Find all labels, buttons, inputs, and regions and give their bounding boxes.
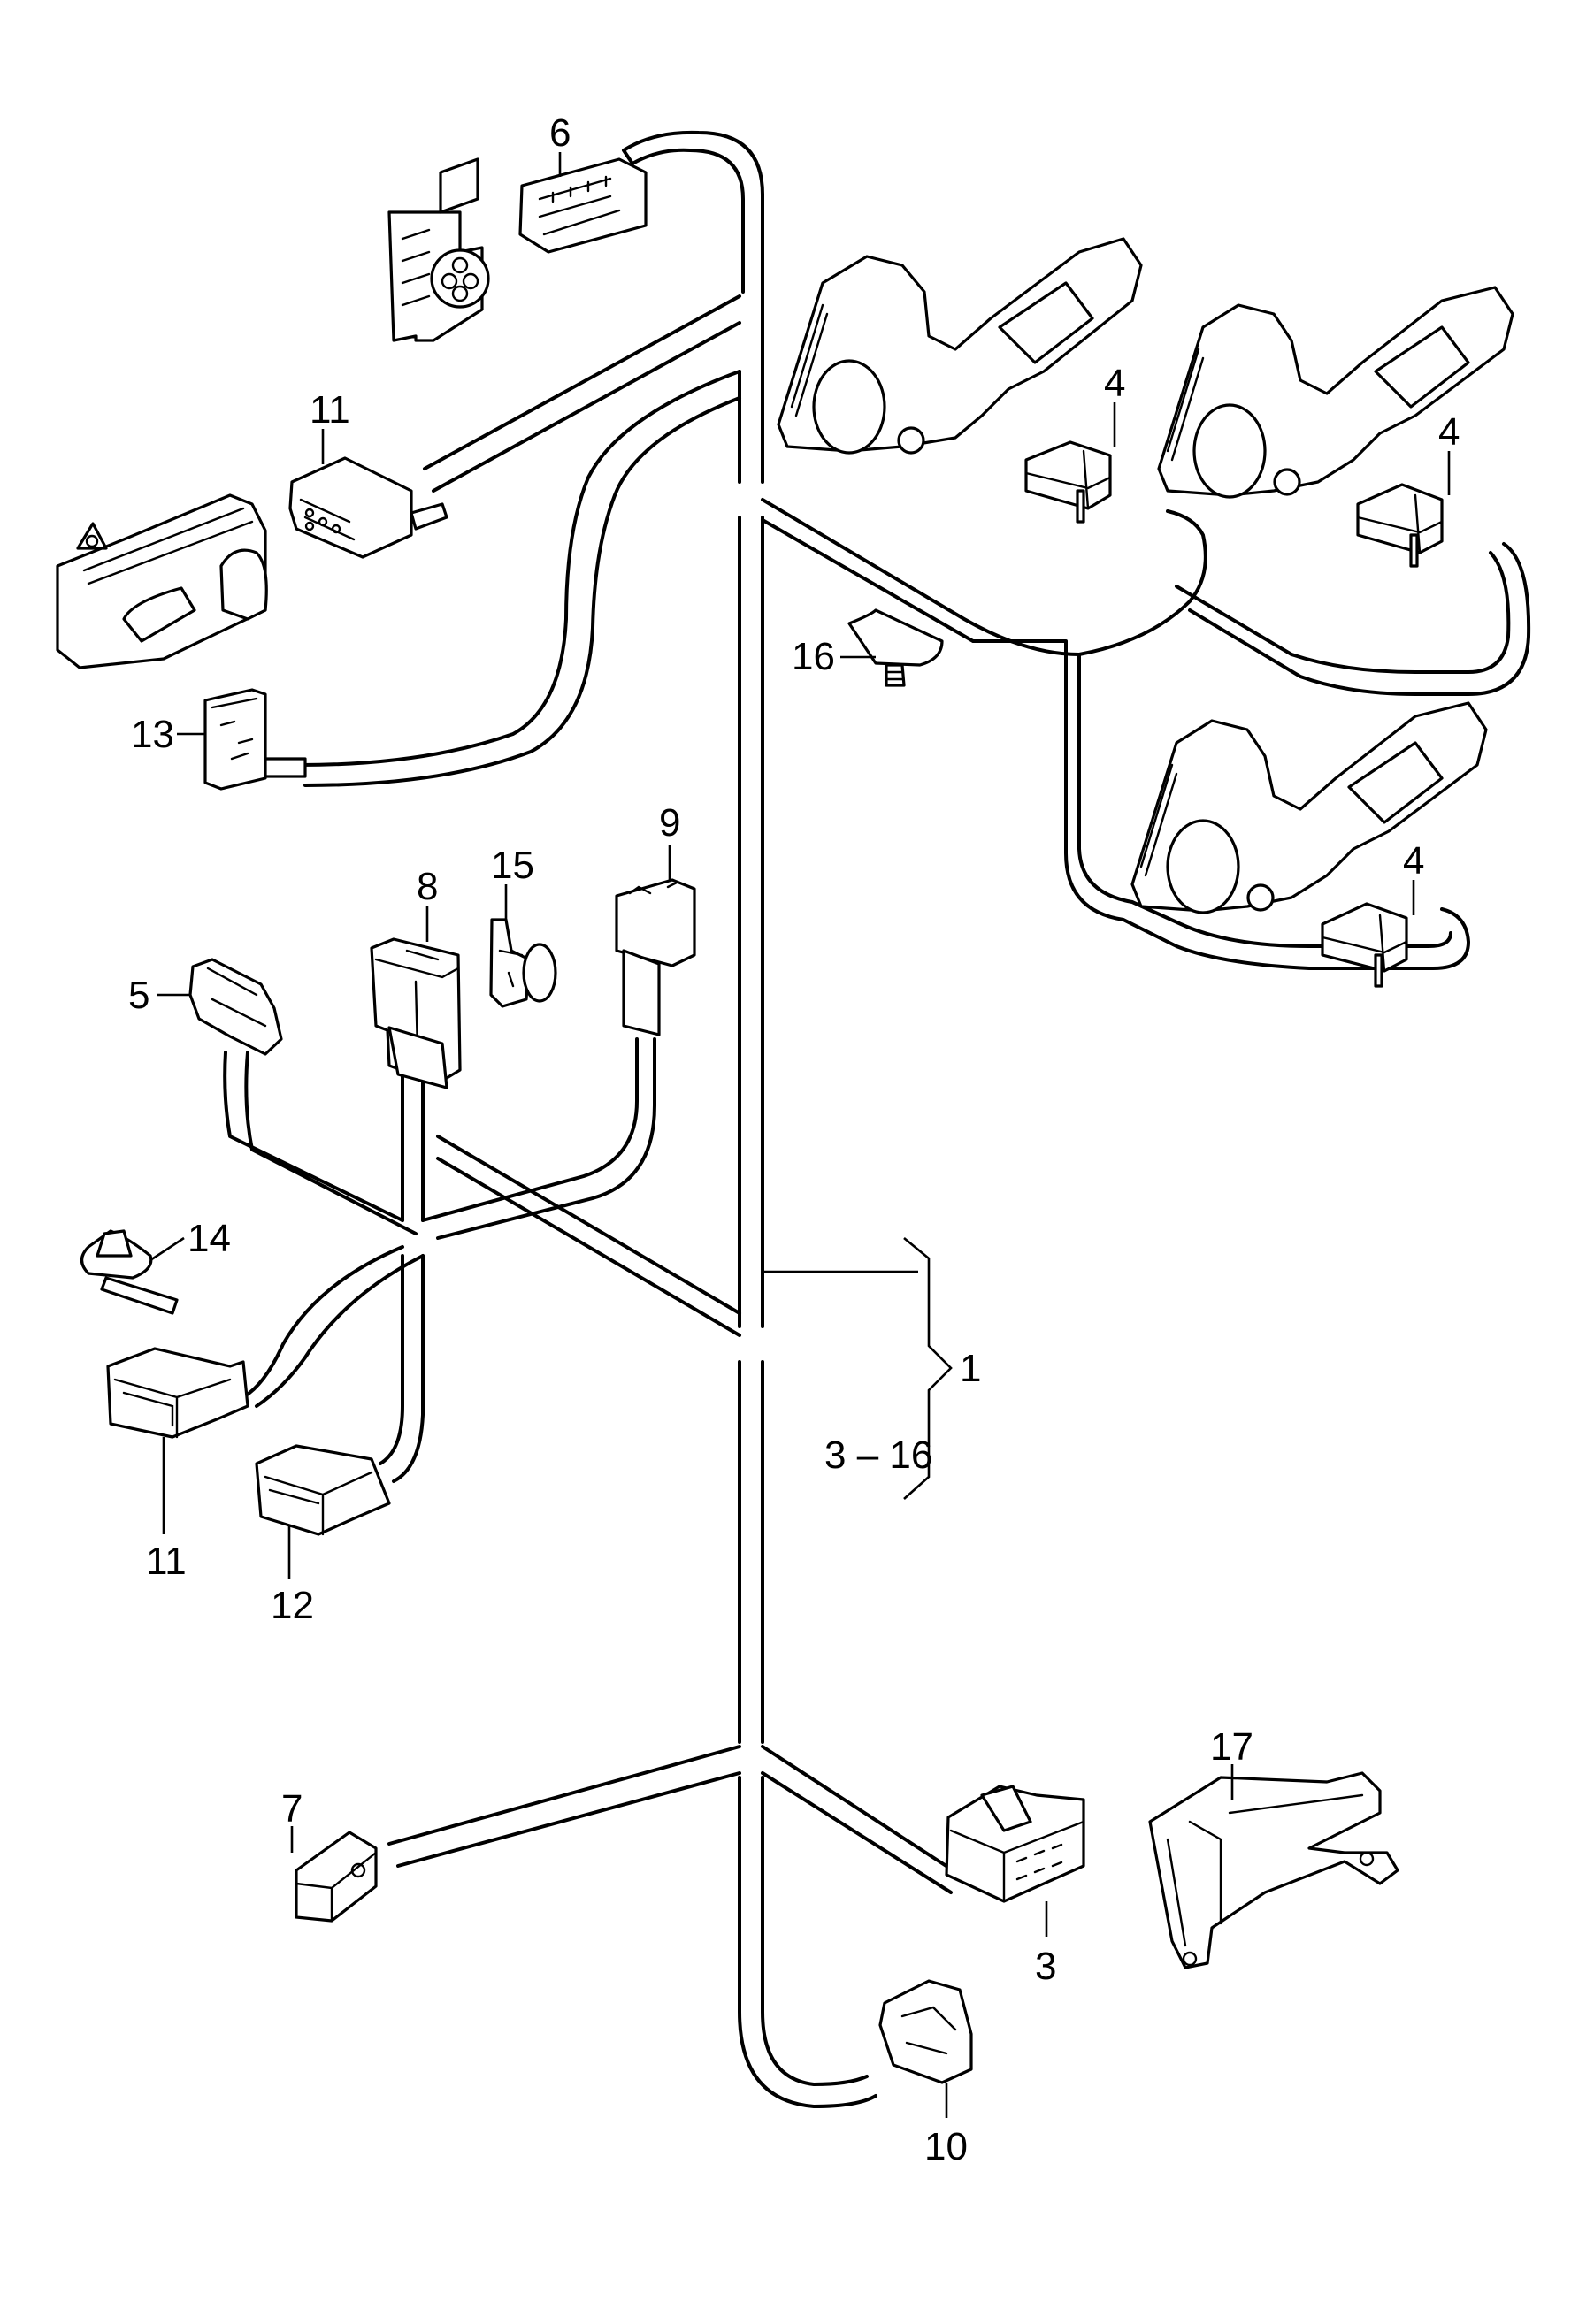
switch-housing (387, 157, 490, 342)
connector-8 (370, 906, 462, 1089)
connector-12 (255, 1444, 391, 1579)
bracket-17 (1148, 1764, 1399, 1969)
connector-4-lower (1321, 880, 1415, 988)
callout-5: 5 (128, 974, 149, 1017)
clip-16 (840, 608, 944, 687)
callout-11-lower: 11 (146, 1540, 187, 1583)
connector-10 (878, 1979, 973, 2118)
connector-9 (615, 845, 696, 1036)
harness-branch-motors (761, 498, 1531, 970)
connector-11-upper (288, 429, 448, 559)
harness-bracket-brace (763, 1236, 953, 1500)
callout-8: 8 (417, 865, 438, 908)
connector-13 (177, 688, 307, 791)
callout-3: 3 (1035, 1945, 1056, 1988)
callout-16: 16 (792, 635, 835, 678)
seat-motor-lower (1130, 701, 1488, 914)
callout-4-upper-left: 4 (1104, 362, 1125, 405)
connector-5 (157, 958, 283, 1056)
callout-4-upper-right: 4 (1438, 410, 1460, 454)
callout-12: 12 (271, 1584, 314, 1627)
harness-trunk (622, 130, 877, 2108)
callout-13: 13 (131, 713, 174, 756)
connector-7 (290, 1826, 378, 1923)
callout-labels: 6 11 13 4 4 4 16 9 15 8 5 14 1 3 – 16 11… (128, 111, 1460, 2168)
harness-branch-lower (387, 1745, 962, 1894)
connector-3 (945, 1785, 1085, 1937)
callout-7: 7 (281, 1787, 303, 1831)
callout-1-range: 3 – 16 (824, 1433, 932, 1477)
callout-1: 1 (960, 1347, 981, 1390)
callout-11-upper: 11 (310, 388, 350, 432)
harness-branch-upper-left (299, 294, 741, 787)
callout-15: 15 (491, 844, 534, 887)
callout-4-lower: 4 (1403, 839, 1424, 883)
clip-14 (80, 1229, 185, 1315)
connector-11-lower (106, 1347, 249, 1534)
sensor-15 (489, 884, 557, 1008)
harness-branch-middle-star (223, 1033, 741, 1483)
callout-17: 17 (1210, 1725, 1253, 1769)
callout-10: 10 (924, 2125, 968, 2168)
seat-motor-upper-left (777, 237, 1143, 455)
connector-4-upper-right (1356, 451, 1451, 568)
callout-6: 6 (549, 111, 571, 155)
callout-9: 9 (659, 801, 680, 845)
connector-4-upper-left (1024, 402, 1116, 524)
callout-14: 14 (188, 1217, 231, 1260)
connector-6 (518, 152, 648, 254)
seat-switch-module (56, 493, 268, 669)
seat-motor-upper-right (1157, 286, 1514, 499)
